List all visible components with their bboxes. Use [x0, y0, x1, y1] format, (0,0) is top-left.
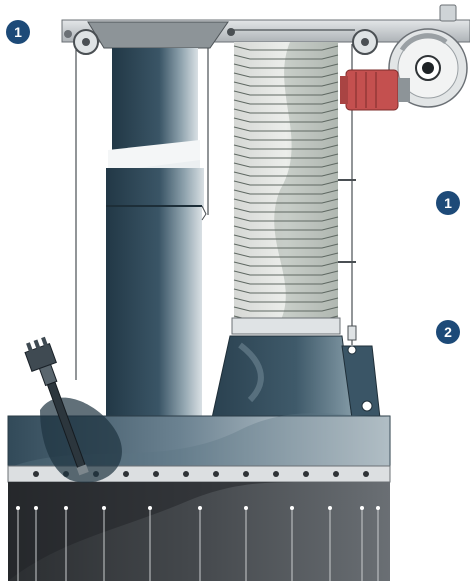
skirt-rod-cap — [148, 506, 152, 510]
bellows-fold — [233, 243, 339, 249]
bellows-side-pins — [338, 179, 356, 263]
bellows-fold — [233, 153, 339, 159]
skirt-rod-cap — [244, 506, 248, 510]
bolt — [243, 471, 249, 477]
bellows-fold — [233, 54, 339, 60]
bellows-fold — [233, 306, 339, 312]
skirt-rod-cap — [328, 506, 332, 510]
bellows-fold — [233, 72, 339, 78]
skirt-rod-cap — [64, 506, 68, 510]
skirt-panel — [8, 482, 390, 581]
bellows-fold — [233, 252, 339, 258]
bellows-fold — [233, 171, 339, 177]
skirt-rod-cap — [360, 506, 364, 510]
probe-sensor — [24, 336, 122, 483]
callout-badge-1-right: 1 — [436, 191, 460, 215]
skirt-rods — [16, 506, 380, 581]
bellows-fold — [233, 297, 339, 303]
idler-pin — [227, 28, 235, 36]
bolt — [273, 471, 279, 477]
bolt — [333, 471, 339, 477]
skirt-rod-cap — [34, 506, 38, 510]
bellows — [233, 42, 339, 322]
bellows-fold — [233, 144, 339, 150]
bellows-fold — [233, 63, 339, 69]
pulley-right — [352, 29, 378, 55]
bellows-fold — [233, 216, 339, 222]
bellows-fold — [233, 189, 339, 195]
bellows-fold — [233, 279, 339, 285]
bellows-fold — [233, 81, 339, 87]
bolt — [123, 471, 129, 477]
bolt — [213, 471, 219, 477]
bellows-fold — [233, 270, 339, 276]
bellows-fold — [233, 108, 339, 114]
bellows-fold — [233, 180, 339, 186]
bellows-fold — [233, 126, 339, 132]
bolt — [303, 471, 309, 477]
bellows-fold — [233, 261, 339, 267]
bolt — [183, 471, 189, 477]
conical-support — [211, 325, 381, 419]
skirt-rod-cap — [290, 506, 294, 510]
bellows-fold — [233, 234, 339, 240]
callout-badge-1-top: 1 — [6, 20, 30, 44]
bellows-fold — [233, 135, 339, 141]
bellows-fold — [233, 225, 339, 231]
bellows-fold — [233, 45, 339, 51]
bellows-fold — [233, 207, 339, 213]
lift-column — [106, 48, 207, 417]
bellows-clamp — [231, 317, 341, 335]
bolt — [33, 471, 39, 477]
bellows-fold — [233, 99, 339, 105]
bellows-fold — [233, 90, 339, 96]
skirt-rod-cap — [16, 506, 20, 510]
skirt-rod-cap — [198, 506, 202, 510]
base-bolts — [33, 471, 369, 477]
bellows-fold — [233, 117, 339, 123]
skirt-rod-cap — [376, 506, 380, 510]
bellows-fold — [233, 162, 339, 168]
callout-badge-2-right: 2 — [436, 320, 460, 344]
electric-motor — [340, 69, 410, 111]
bellows-fold — [233, 198, 339, 204]
bolt — [363, 471, 369, 477]
bellows-fold — [233, 288, 339, 294]
skirt-rod-cap — [102, 506, 106, 510]
pulley-left — [73, 29, 99, 55]
bolt — [153, 471, 159, 477]
